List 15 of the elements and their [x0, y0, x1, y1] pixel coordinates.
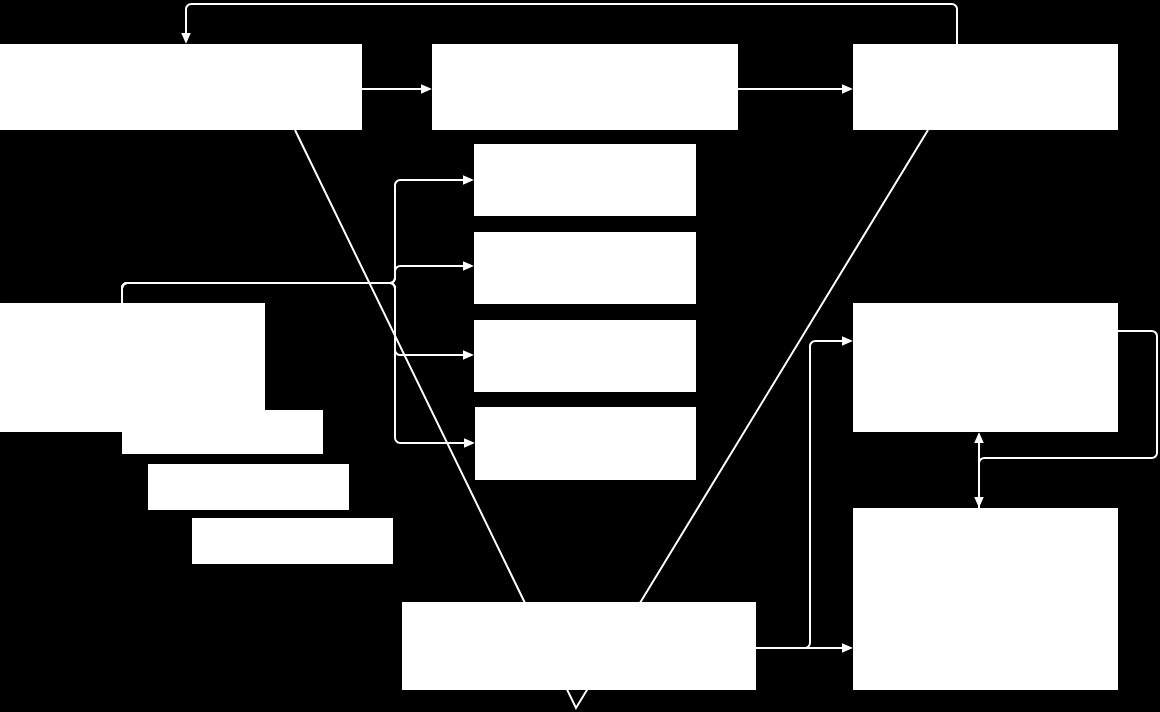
process-box: [402, 602, 756, 690]
process-box: [0, 44, 362, 130]
process-box: [192, 518, 393, 564]
arrow: [181, 3, 958, 45]
process-box: [853, 508, 1118, 690]
process-box: [474, 232, 696, 304]
process-box: [432, 44, 738, 130]
process-box: [148, 464, 349, 510]
process-box: [122, 410, 323, 454]
process-box: [474, 320, 696, 392]
connector-line: [978, 330, 1158, 509]
process-box: [474, 144, 696, 216]
process-box: [853, 44, 1118, 130]
process-box: [475, 407, 696, 480]
process-box: [853, 303, 1118, 432]
